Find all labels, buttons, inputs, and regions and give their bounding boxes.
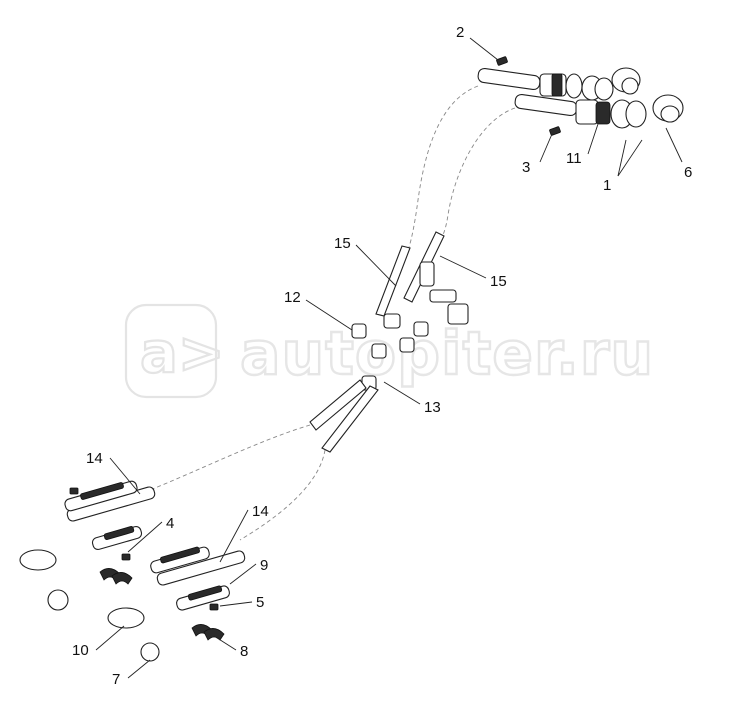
dust-cap-tether xyxy=(47,589,69,611)
tee-fitting xyxy=(419,261,435,287)
clamp-half xyxy=(203,628,225,641)
lower-assembly-right xyxy=(107,546,246,662)
upper-coupler-assembly-b xyxy=(514,93,684,129)
leader-2 xyxy=(469,37,499,61)
tee-fitting xyxy=(429,289,457,303)
hose-clamp-ring xyxy=(625,100,647,128)
leader-13 xyxy=(383,381,421,405)
hose-segment-lower xyxy=(321,385,379,453)
clamp-half xyxy=(111,572,133,585)
leader-4 xyxy=(127,521,163,553)
dust-cap-tether xyxy=(140,642,160,662)
protective-sleeve xyxy=(91,525,143,551)
fitting-nut xyxy=(351,323,367,339)
dust-cap-coupling xyxy=(107,607,145,629)
callout-5: 5 xyxy=(256,594,264,611)
fitting-nut xyxy=(371,343,387,359)
fitting-nut xyxy=(413,321,429,337)
hose-lower-left-run xyxy=(149,424,311,491)
part-5-small-part xyxy=(209,603,219,611)
upper-coupler-assembly-a xyxy=(477,67,641,101)
hose-pipe xyxy=(477,67,541,91)
callout-7: 7 xyxy=(112,671,120,688)
callout-15b: 15 xyxy=(490,273,507,290)
callout-11: 11 xyxy=(566,150,582,167)
watermark-logo-glyph: a> xyxy=(140,321,225,386)
protective-sleeve xyxy=(176,585,230,611)
hose-segment-lower xyxy=(309,379,367,431)
middle-hose-group xyxy=(309,231,469,453)
spring-clip-inner xyxy=(660,105,680,123)
leader-11 xyxy=(587,123,599,155)
leader-1a xyxy=(617,139,627,177)
callout-12: 12 xyxy=(284,289,301,306)
coupling-threaded xyxy=(595,101,611,125)
callout-13: 13 xyxy=(424,399,441,416)
spring-clip-inner xyxy=(621,77,639,95)
leader-8 xyxy=(213,635,237,651)
leader-7 xyxy=(127,659,151,679)
part-4-small-part xyxy=(121,553,131,561)
leader-6 xyxy=(665,127,683,163)
callout-1: 1 xyxy=(603,177,611,194)
callout-10: 10 xyxy=(72,642,89,659)
leader-9 xyxy=(229,563,257,585)
lower-assembly-left xyxy=(19,480,156,611)
watermark-logo-frame xyxy=(124,303,218,399)
sleeve-grip xyxy=(160,546,200,564)
sleeve-grip xyxy=(80,482,124,500)
callout-6: 6 xyxy=(684,164,692,181)
small-nut xyxy=(69,487,79,495)
hose-paths xyxy=(149,85,516,541)
hose-pipe xyxy=(514,93,578,117)
leader-lines xyxy=(95,37,683,679)
hose-upper-left-run xyxy=(407,85,479,251)
callout-3: 3 xyxy=(522,159,530,176)
leader-5 xyxy=(219,601,253,607)
leader-15b xyxy=(439,255,487,279)
fitting-nut xyxy=(383,313,401,329)
callout-2: 2 xyxy=(456,24,464,41)
hose-lower-right-run xyxy=(239,449,326,541)
leader-3 xyxy=(539,133,553,163)
leader-15a xyxy=(355,244,397,287)
coupling-ring xyxy=(565,73,583,99)
sleeve-grip xyxy=(187,585,223,601)
sleeve-grip xyxy=(103,526,135,540)
leader-10 xyxy=(95,625,125,651)
coupling-threaded xyxy=(551,73,563,97)
hose-pipe-14 xyxy=(156,550,246,586)
coupling-body xyxy=(575,99,599,125)
fitting-nut xyxy=(399,337,415,353)
hose-clamp-ring xyxy=(594,77,614,101)
callout-4: 4 xyxy=(166,515,174,532)
watermark-text: autopiter.ru xyxy=(240,319,654,389)
leader-1b xyxy=(617,139,643,177)
tee-fitting xyxy=(447,303,469,325)
callout-9: 9 xyxy=(260,557,268,574)
callout-15a: 15 xyxy=(334,235,351,252)
callout-14a: 14 xyxy=(86,450,103,467)
leader-14a xyxy=(109,457,141,495)
dust-cap-coupling xyxy=(19,549,57,571)
leader-14b xyxy=(219,509,249,563)
part-2-small-clip xyxy=(496,56,508,66)
leader-12 xyxy=(305,299,353,331)
callout-labels: 2 3 11 1 6 15 15 12 13 14 4 14 9 5 10 8 … xyxy=(72,24,692,688)
callout-14b: 14 xyxy=(252,503,269,520)
hose-upper-right-run xyxy=(441,107,516,239)
callout-8: 8 xyxy=(240,643,248,660)
watermark: a> autopiter.ru xyxy=(124,303,654,399)
part-3-small-clip xyxy=(549,126,561,136)
hose-segment xyxy=(375,245,411,317)
